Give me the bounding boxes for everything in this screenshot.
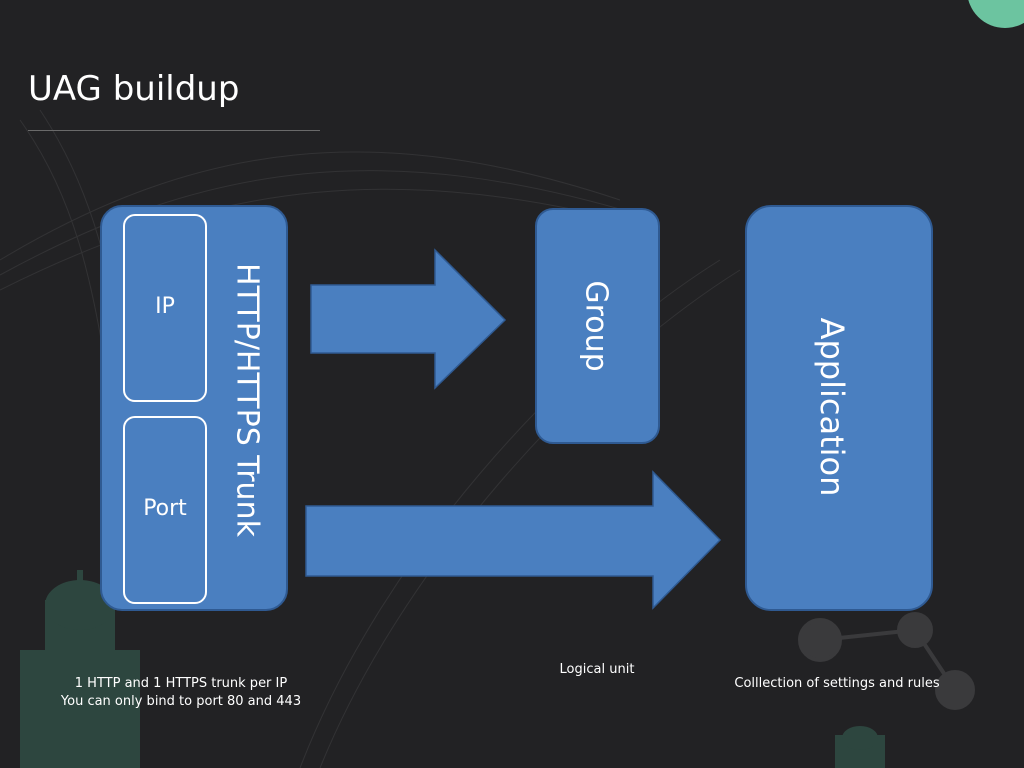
arrow-trunk-to-group	[310, 248, 507, 390]
group-box	[535, 208, 660, 444]
arrow-trunk-to-application	[305, 470, 722, 610]
group-caption: Logical unit	[559, 662, 635, 677]
ip-box: IP	[123, 214, 207, 402]
trunk-caption: 1 HTTP and 1 HTTPS trunk per IP You can …	[46, 675, 316, 711]
port-label: Port	[143, 496, 187, 521]
slide-title: UAG buildup	[28, 69, 240, 109]
application-caption: Colllection of settings and rules	[734, 676, 940, 691]
trunk-caption-line2: You can only bind to port 80 and 443	[60, 694, 302, 709]
title-divider	[28, 130, 320, 131]
trunk-caption-line1: 1 HTTP and 1 HTTPS trunk per IP	[74, 676, 288, 691]
ip-label: IP	[155, 294, 175, 319]
port-box: Port	[123, 416, 207, 604]
application-box	[745, 205, 933, 611]
